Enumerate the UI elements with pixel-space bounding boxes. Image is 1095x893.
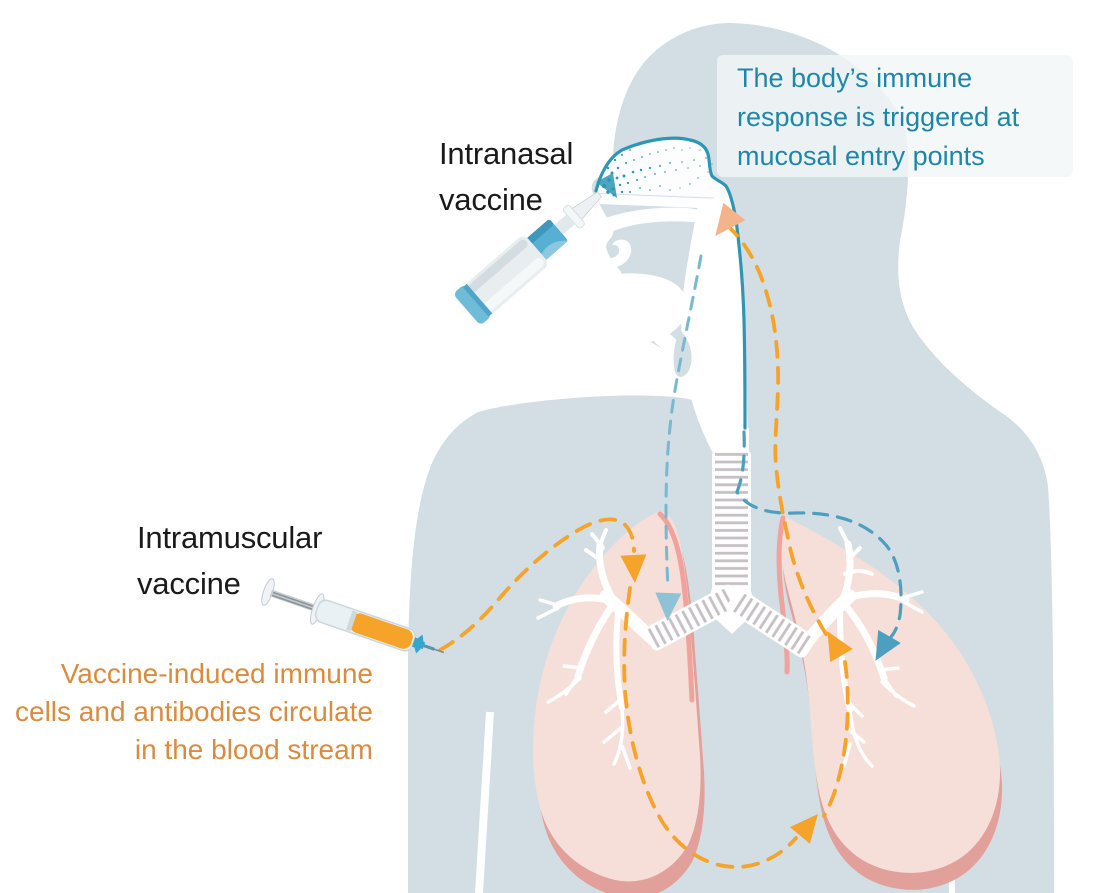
intramuscular-label: Intramuscular vaccine: [137, 515, 322, 607]
intramuscular-route-path: [438, 202, 853, 869]
arrowhead-blue-right-lung-icon: [875, 629, 901, 661]
intramuscular-label-line1: Intramuscular: [137, 520, 323, 555]
intranasal-label-line1: Intranasal: [439, 136, 574, 171]
bloodstream-callout: Vaccine-induced immune cells and antibod…: [0, 655, 373, 769]
arrowhead-orange-left-lung-icon: [620, 554, 647, 583]
arrowhead-lightblue-left-lung-icon: [655, 592, 682, 621]
intranasal-label: Intranasal vaccine: [439, 131, 573, 223]
intranasal-route-path: [655, 254, 903, 661]
nasal-spray-icon: [454, 191, 602, 334]
left-arm-gap: [475, 711, 494, 893]
mucosal-callout-line3: mucosal entry points: [737, 141, 985, 171]
arrowhead-orange-up-icon: [827, 631, 853, 663]
left-bronchus: [644, 584, 741, 651]
mucosal-callout-box: [717, 55, 1073, 177]
left-lung: [533, 511, 701, 882]
mucosal-callout-line2: response is triggered at: [737, 102, 1020, 132]
intramuscular-label-line2: vaccine: [137, 566, 241, 601]
bloodstream-callout-line1: Vaccine-induced immune: [60, 658, 373, 689]
right-bronchus: [726, 589, 816, 658]
mucosal-callout: The body’s immune response is triggered …: [737, 59, 1019, 176]
syringe-icon: [261, 578, 445, 654]
bloodstream-callout-line3: in the blood stream: [134, 734, 373, 765]
arrowhead-orange-bottom-icon: [789, 813, 818, 844]
mucosal-callout-line1: The body’s immune: [737, 63, 973, 93]
nasal-outline: [594, 136, 747, 430]
spray-mist: [596, 147, 717, 198]
bloodstream-callout-line2: cells and antibodies circulate: [15, 696, 373, 727]
trachea: [644, 428, 816, 658]
arrowhead-salmon-mucosa-icon: [715, 202, 746, 236]
intranasal-label-line2: vaccine: [439, 182, 543, 217]
